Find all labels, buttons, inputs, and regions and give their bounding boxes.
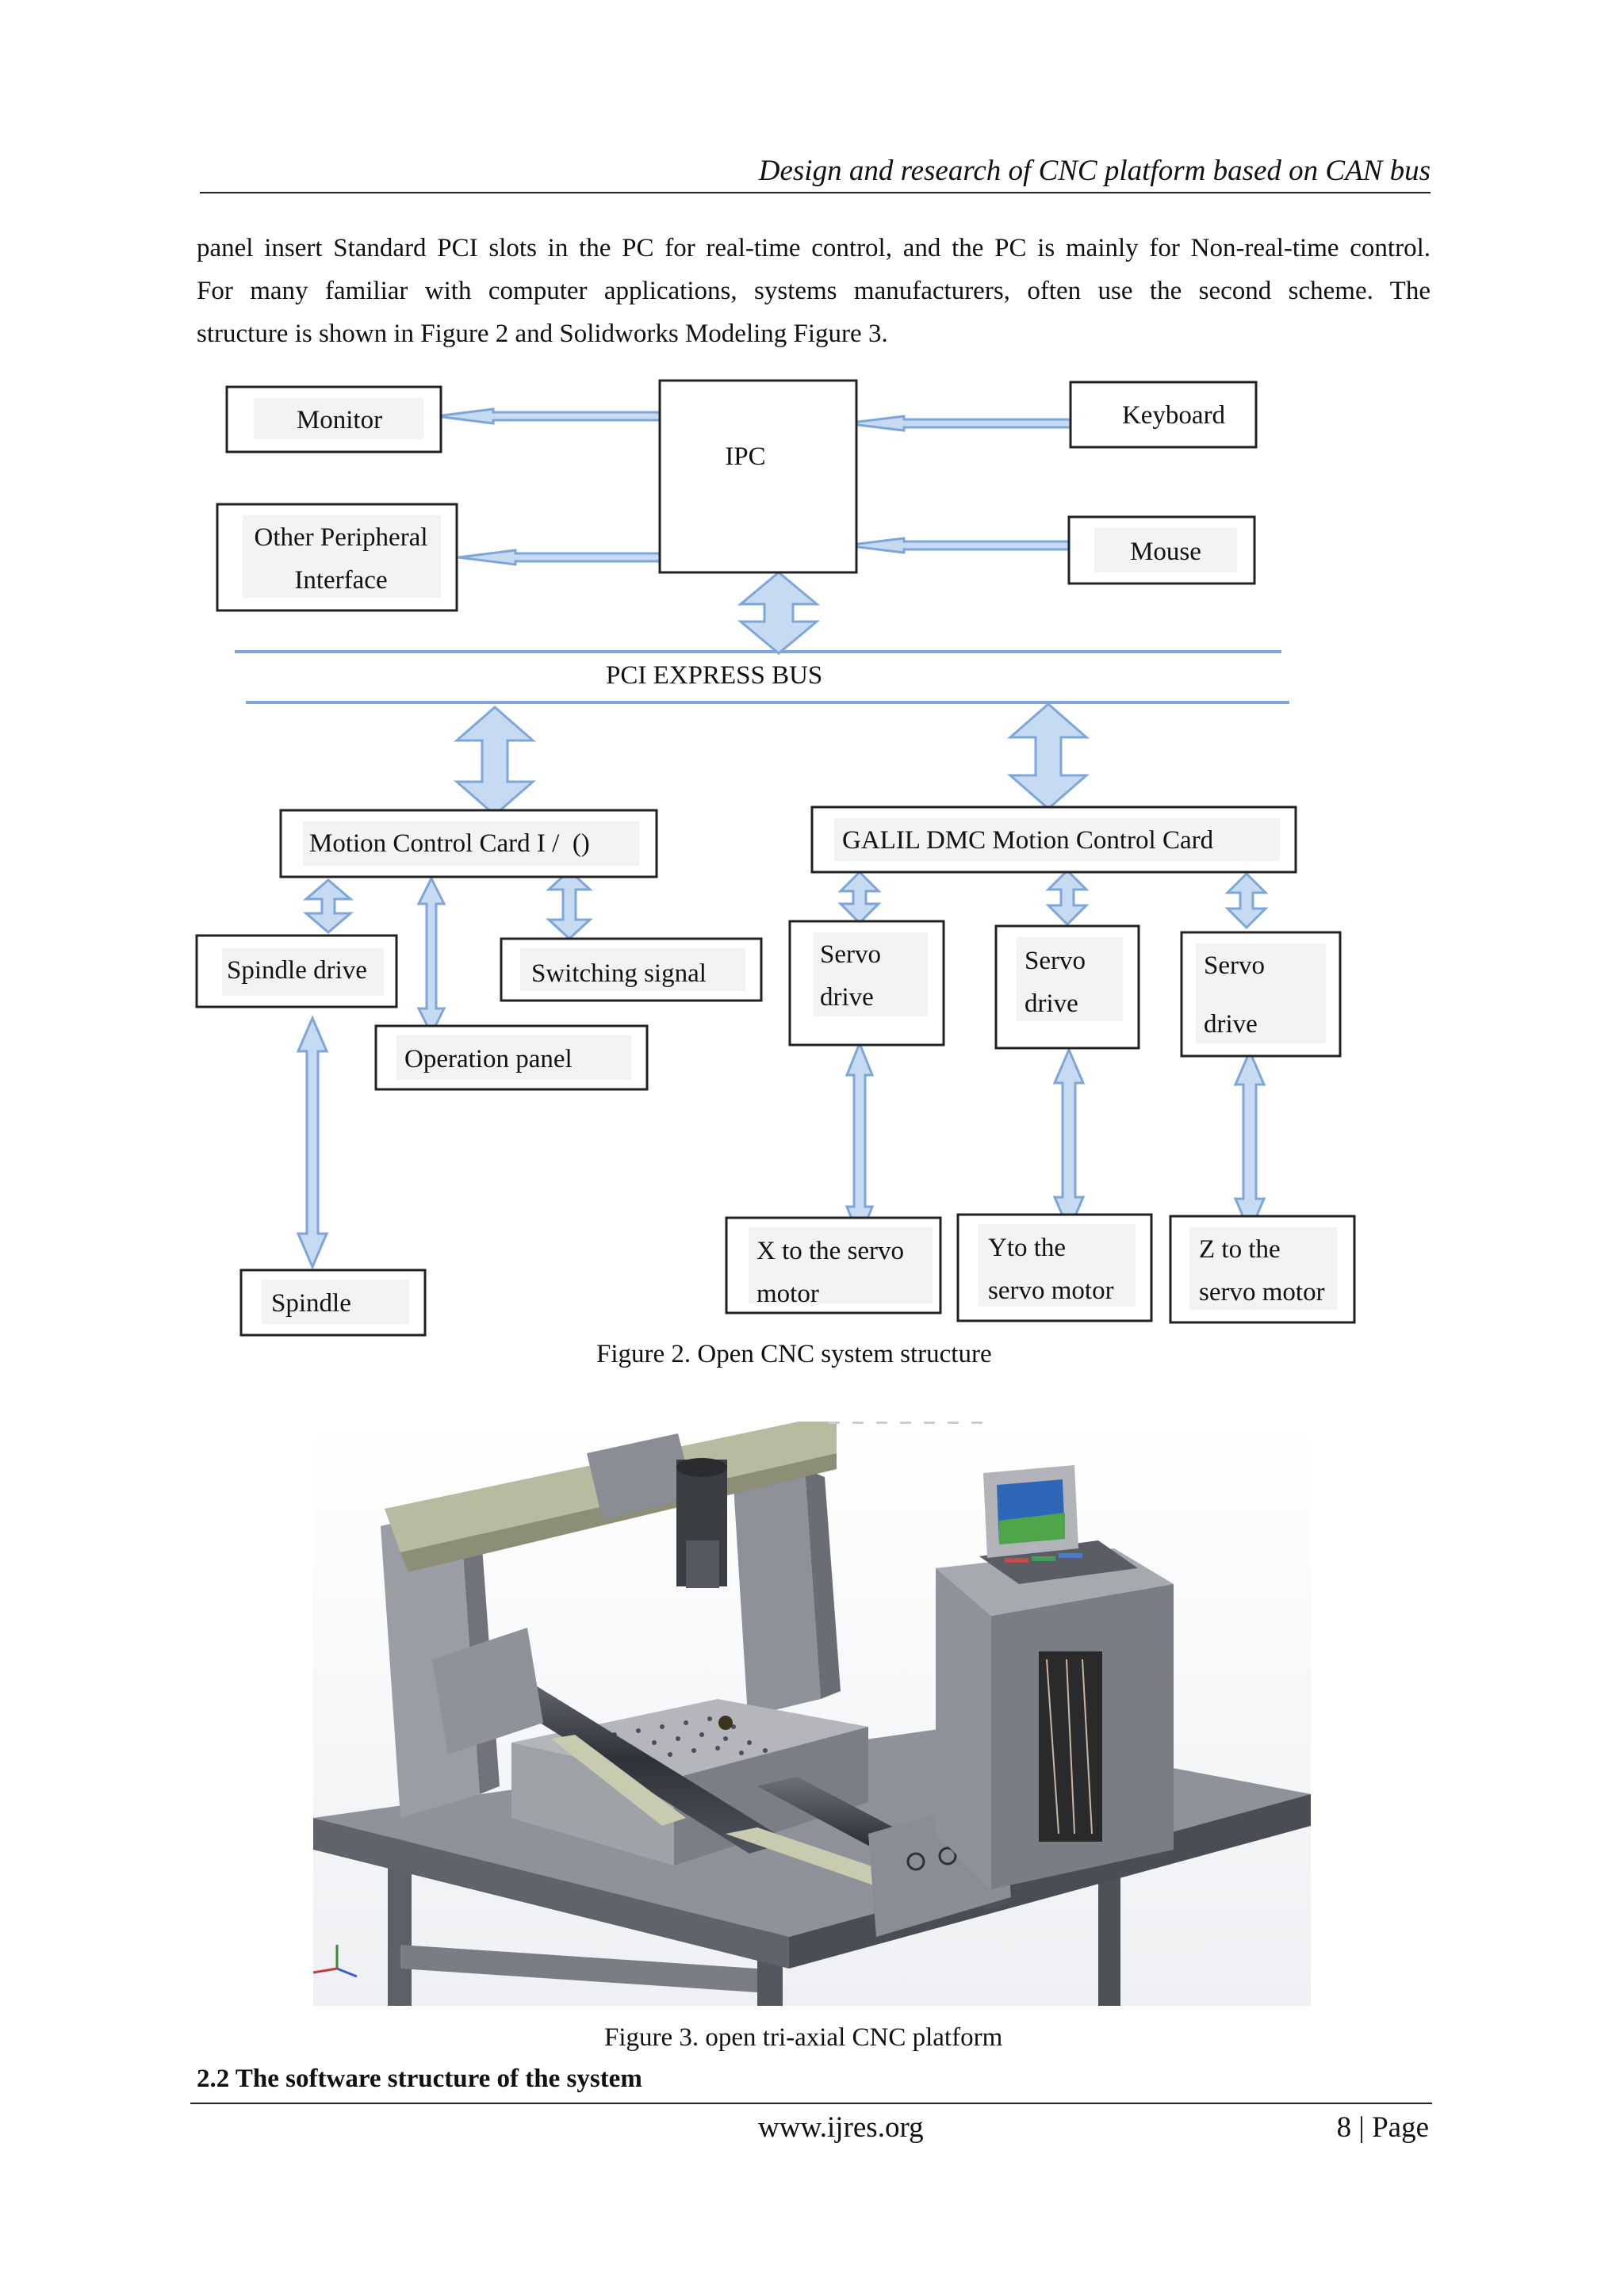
- label-galil-motion-control-card: GALIL DMC Motion Control Card: [842, 826, 1214, 855]
- arrow-card-spindle-drive: [302, 878, 354, 934]
- arrow-card-operation-panel: [416, 875, 446, 1037]
- arrow-card-servo-drive-x: [837, 870, 882, 925]
- arrow-servo-drive-x-motor: [845, 1039, 875, 1242]
- arrow-bus-motion-card: [454, 706, 536, 817]
- cnc-platform-render: [313, 1422, 1311, 2006]
- label-mouse: Mouse: [1130, 538, 1201, 566]
- box-ipc: [658, 379, 858, 574]
- label-pci-express-bus: PCI EXPRESS BUS: [606, 661, 822, 690]
- axis-triad-icon: [313, 1945, 358, 1978]
- arrow-ipc-bus: [737, 571, 821, 655]
- label-switching-signal: Switching signal: [531, 959, 707, 988]
- label-other-peripheral-line-1: Other Peripheral: [255, 523, 428, 552]
- figure-2-caption: Figure 2. Open CNC system structure: [596, 1340, 992, 1368]
- paragraph-line-1: panel insert Standard PCI slots in the P…: [197, 234, 1431, 262]
- box-keyboard: [1069, 381, 1258, 449]
- label-servo-drive-y-line-2: drive: [1025, 989, 1078, 1018]
- header-rule: [200, 192, 1431, 193]
- label-servo-drive-x-line-1: Servo: [820, 940, 881, 969]
- arrow-card-servo-drive-z: [1224, 871, 1269, 930]
- label-z-servo-motor-line-2: servo motor: [1199, 1278, 1325, 1307]
- label-y-servo-motor-line-2: servo motor: [988, 1276, 1114, 1305]
- arrow-ipc-to-monitor: [435, 408, 666, 425]
- section-heading: 2.2 The software structure of the system: [197, 2064, 642, 2093]
- label-servo-drive-z-line-2: drive: [1204, 1010, 1258, 1039]
- arrow-spindle-drive-spindle: [296, 1015, 329, 1270]
- label-other-peripheral-line-2: Interface: [294, 566, 387, 595]
- label-servo-drive-y-line-1: Servo: [1025, 947, 1086, 975]
- label-keyboard: Keyboard: [1122, 401, 1226, 430]
- label-motion-control-card-io: Motion Control Card I / (): [309, 829, 590, 858]
- label-ipc: IPC: [725, 442, 765, 471]
- guide-rod: [464, 1666, 789, 1854]
- footer-page-number: 8 | Page: [1336, 2111, 1429, 2144]
- label-monitor: Monitor: [297, 406, 382, 434]
- arrow-bus-galil-card: [1007, 702, 1090, 810]
- label-spindle-drive: Spindle drive: [227, 956, 367, 985]
- arrow-mouse-to-ipc: [845, 537, 1080, 554]
- arrow-card-switching-signal: [546, 868, 593, 941]
- running-title: Design and research of CNC platform base…: [758, 155, 1431, 187]
- label-x-servo-motor-line-1: X to the servo: [756, 1237, 904, 1265]
- figure-3-caption: Figure 3. open tri-axial CNC platform: [604, 2023, 1003, 2052]
- footer-rule: [190, 2103, 1432, 2104]
- label-spindle: Spindle: [271, 1289, 351, 1318]
- paragraph-line-3: structure is shown in Figure 2 and Solid…: [197, 320, 888, 348]
- arrow-servo-drive-y-motor: [1052, 1047, 1086, 1234]
- arrow-keyboard-to-ipc: [845, 415, 1082, 432]
- figure-3-image: [313, 1422, 1311, 2006]
- label-y-servo-motor-line-1: Yto the: [988, 1234, 1066, 1262]
- label-x-servo-motor-line-2: motor: [756, 1280, 819, 1308]
- footer-url: www.ijres.org: [758, 2111, 924, 2144]
- label-operation-panel: Operation panel: [404, 1045, 573, 1073]
- table-leg: [1098, 1866, 1120, 2006]
- arrow-ipc-to-peripheral: [458, 549, 666, 566]
- paragraph-line-2: For many familiar with computer applicat…: [197, 277, 1431, 305]
- arrow-card-servo-drive-y: [1045, 868, 1090, 927]
- label-servo-drive-z-line-1: Servo: [1204, 951, 1265, 980]
- label-z-servo-motor-line-1: Z to the: [1199, 1235, 1281, 1264]
- label-servo-drive-x-line-2: drive: [820, 983, 874, 1012]
- arrow-servo-drive-z-motor: [1233, 1048, 1266, 1235]
